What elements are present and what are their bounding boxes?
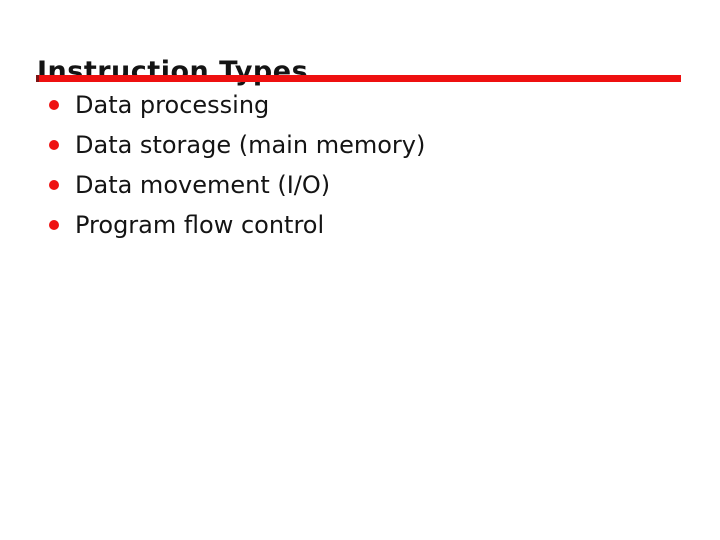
slide-title: Instruction Types [37,56,309,88]
list-item: Data processing [49,85,669,125]
list-item: Program flow control [49,205,669,245]
bullet-list: Data processing Data storage (main memor… [49,85,669,245]
bullet-text: Data storage (main memory) [75,131,426,159]
bullet-icon [49,100,59,110]
bullet-text: Program flow control [75,211,325,239]
bullet-icon [49,140,59,150]
bullet-text: Data movement (I/O) [75,171,331,199]
list-item: Data storage (main memory) [49,125,669,165]
bullet-icon [49,220,59,230]
bullet-text: Data processing [75,91,270,119]
list-item: Data movement (I/O) [49,165,669,205]
title-underline-rule [36,75,681,82]
bullet-icon [49,180,59,190]
